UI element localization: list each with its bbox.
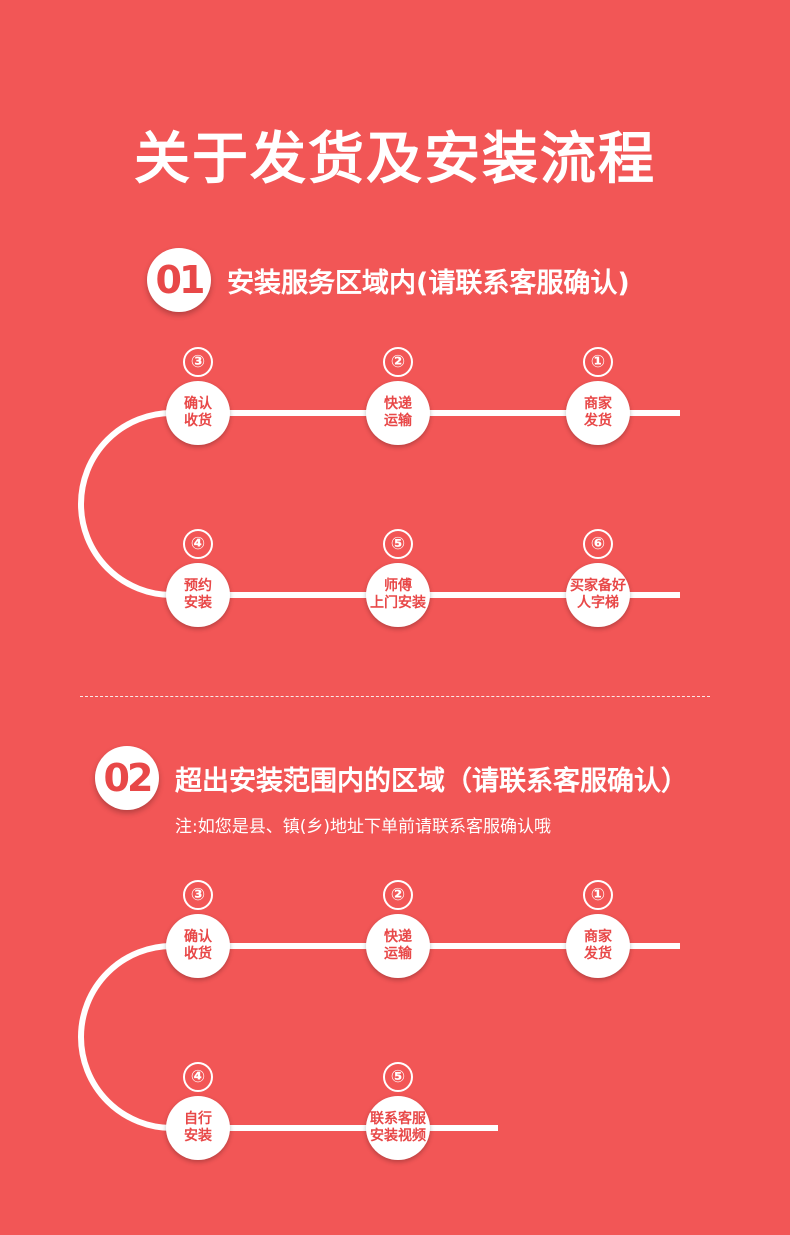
- step-label: 预约 安装: [184, 578, 212, 611]
- step-number: ④: [183, 529, 213, 559]
- section-2-note: 注:如您是县、镇(乡)地址下单前请联系客服确认哦: [175, 817, 551, 837]
- step-number: ⑤: [383, 529, 413, 559]
- step-node: 确认 收货: [166, 381, 230, 445]
- step-node: 商家 发货: [566, 914, 630, 978]
- section-2-header: 02 超出安装范围内的区域（请联系客服确认）: [95, 746, 688, 810]
- step-label: 联系客服 安装视频: [370, 1111, 426, 1144]
- step-label: 快递 运输: [384, 396, 412, 429]
- step-node: 联系客服 安装视频: [366, 1096, 430, 1160]
- step-number: ①: [583, 880, 613, 910]
- section-1-flow: ③ ② ① 确认 收货 快递 运输 商家 发货 ④ ⑤ ⑥ 预约 安装 师傅 上…: [0, 345, 790, 645]
- step-number: ③: [183, 347, 213, 377]
- section-divider: [80, 696, 710, 697]
- section-1-header: 01 安装服务区域内(请联系客服确认): [147, 248, 630, 312]
- step-label: 快递 运输: [384, 929, 412, 962]
- step-label: 商家 发货: [584, 929, 612, 962]
- step-number: ①: [583, 347, 613, 377]
- step-node: 商家 发货: [566, 381, 630, 445]
- step-node: 买家备好 人字梯: [566, 563, 630, 627]
- step-number: ⑥: [583, 529, 613, 559]
- section-1-title: 安装服务区域内(请联系客服确认): [227, 267, 630, 299]
- step-number: ②: [383, 347, 413, 377]
- step-label: 师傅 上门安装: [370, 578, 426, 611]
- step-label: 确认 收货: [184, 929, 212, 962]
- section-2-flow: ③ ② ① 确认 收货 快递 运输 商家 发货 ④ ⑤ 自行 安装 联系客服 安…: [0, 878, 790, 1178]
- step-node: 自行 安装: [166, 1096, 230, 1160]
- step-node: 预约 安装: [166, 563, 230, 627]
- step-number: ④: [183, 1062, 213, 1092]
- section-2-badge: 02: [95, 746, 159, 810]
- step-number: ⑤: [383, 1062, 413, 1092]
- step-node: 确认 收货: [166, 914, 230, 978]
- section-2-title: 超出安装范围内的区域（请联系客服确认）: [175, 765, 688, 797]
- step-node: 快递 运输: [366, 914, 430, 978]
- step-label: 自行 安装: [184, 1111, 212, 1144]
- step-label: 商家 发货: [584, 396, 612, 429]
- section-1-badge: 01: [147, 248, 211, 312]
- step-label: 买家备好 人字梯: [570, 578, 626, 611]
- step-number: ③: [183, 880, 213, 910]
- page-title: 关于发货及安装流程: [134, 127, 656, 192]
- step-node: 快递 运输: [366, 381, 430, 445]
- step-node: 师傅 上门安装: [366, 563, 430, 627]
- step-number: ②: [383, 880, 413, 910]
- step-label: 确认 收货: [184, 396, 212, 429]
